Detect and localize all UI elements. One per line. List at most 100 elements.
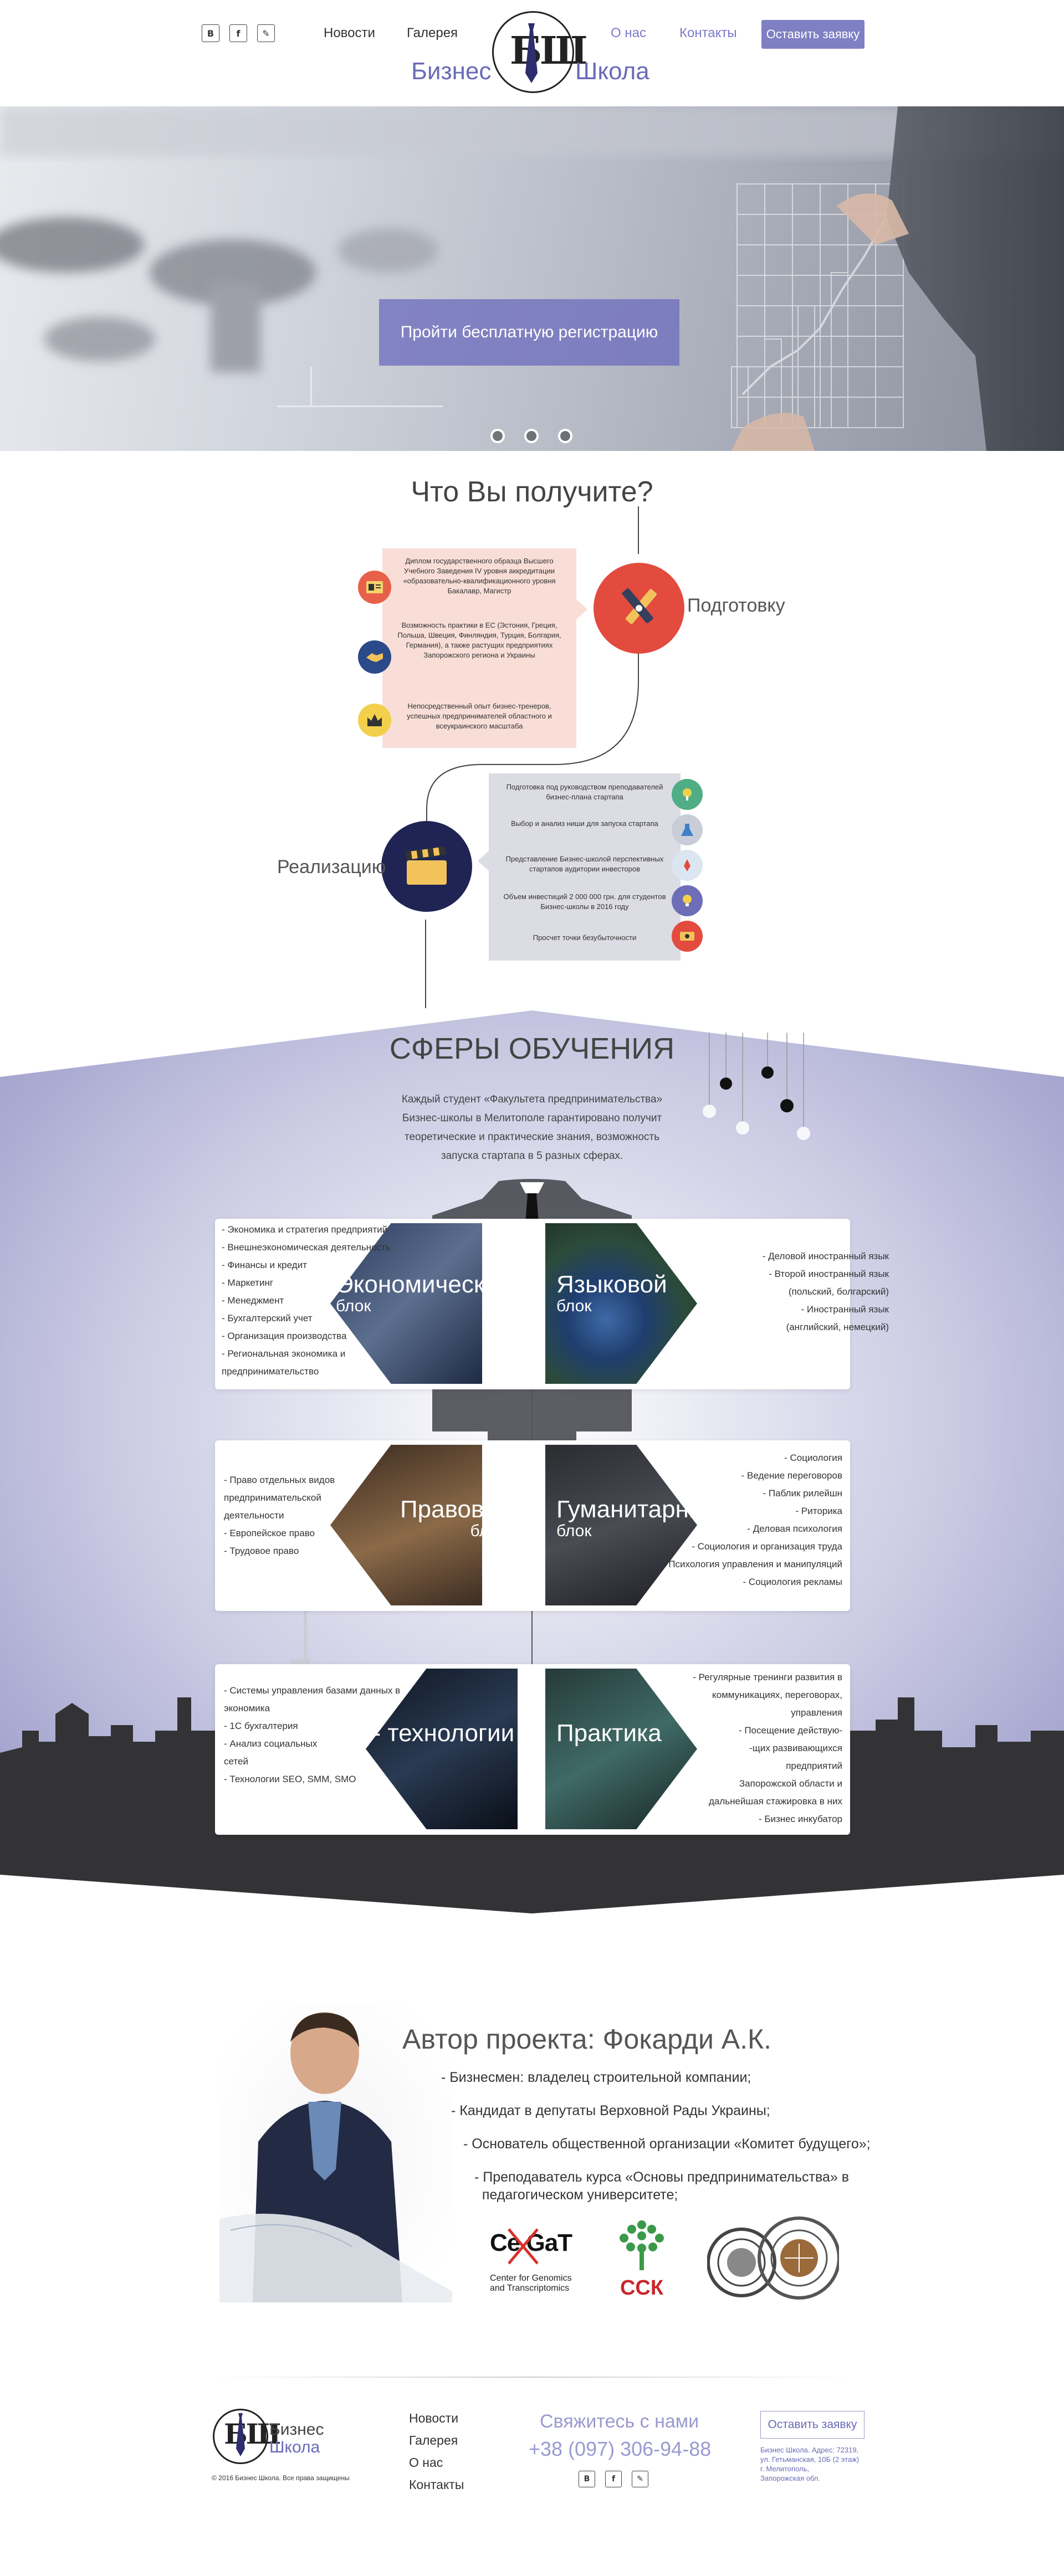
legal-sub-text: блок <box>470 1522 506 1540</box>
language-sub-text: блок <box>556 1297 592 1315</box>
list-item: коммуникациях, переговорах, <box>712 1690 842 1700</box>
author-photo <box>219 2003 452 2302</box>
author-point-2: - Кандидат в депутаты Верховной Рады Укр… <box>451 2103 770 2118</box>
footer-tie-icon <box>236 2413 245 2456</box>
benefits-title: Что Вы получите? <box>411 476 653 508</box>
tie-icon <box>525 23 538 83</box>
footer-pencil-icon[interactable]: ✎ <box>632 2471 648 2487</box>
card-row-economic-language <box>215 1219 850 1389</box>
footer-logo-school: Школа <box>269 2438 320 2456</box>
slider-dot-2[interactable] <box>524 429 539 443</box>
list-item: - Риторика <box>795 1506 843 1516</box>
handshake-icon <box>358 640 391 674</box>
cegat-sub-1: Center for Genomics <box>490 2274 572 2283</box>
card-row-legal-humanitarian <box>215 1440 850 1611</box>
list-item: экономика <box>224 1703 270 1713</box>
list-item: - Ведение переговоров <box>741 1470 842 1481</box>
real-point-3: Представление Бизнес-школой перспективны… <box>505 855 664 873</box>
money-icon <box>672 921 703 952</box>
footer-facebook-icon[interactable]: f <box>605 2471 622 2487</box>
realization-label: Реализацию <box>277 856 386 878</box>
intro-line: запуска стартапа в 5 разных сферах. <box>441 1150 623 1162</box>
nav-contacts[interactable]: Контакты <box>679 25 737 40</box>
footer-divider <box>211 2377 853 2378</box>
list-item: - Социология <box>784 1453 842 1463</box>
bulbs-tree-icon <box>672 779 703 810</box>
list-item: -щих развивающихся <box>749 1743 842 1753</box>
header: В f ✎ Новости Галерея БШ Бизнес Школа О … <box>0 0 1064 106</box>
diploma-icon <box>358 571 391 604</box>
economic-title-text: Экономический <box>336 1271 512 1298</box>
footer-apply-button[interactable]: Оставить заявку <box>760 2411 864 2439</box>
list-item: - Бизнес инкубатор <box>758 1814 842 1824</box>
list-item: предпринимательство <box>222 1366 319 1377</box>
author-point-4: - Преподаватель курса «Основы предприним… <box>474 2169 849 2185</box>
nav-news[interactable]: Новости <box>324 25 375 40</box>
list-item: - Технологии SEO, SMM, SMO <box>224 1774 356 1784</box>
address-line: Запорожская обл. <box>760 2474 821 2482</box>
legal-title-text: Правовой <box>400 1496 511 1523</box>
real-arrow <box>478 850 490 872</box>
list-item: - Бухгалтерский учет <box>222 1313 313 1323</box>
apply-button[interactable]: Оставить заявку <box>761 20 864 49</box>
address-line: г. Мелитополь, <box>760 2465 809 2473</box>
hero-banner: Пройти бесплатную регистрацию <box>0 106 1064 451</box>
contact-phone[interactable]: +38 (097) 306-94-88 <box>529 2438 712 2460</box>
footer-nav-gallery[interactable]: Галерея <box>409 2433 458 2447</box>
real-point-2: Выбор и анализ ниши для запуска стартапа <box>511 819 658 828</box>
vk-icon[interactable]: В <box>202 24 219 42</box>
footer-nav-about[interactable]: О нас <box>409 2455 443 2470</box>
crown-icon <box>358 704 391 737</box>
list-item: (английский, немецкий) <box>786 1322 889 1332</box>
footer-nav-contacts[interactable]: Контакты <box>409 2477 464 2492</box>
tree-icon <box>620 2220 664 2270</box>
list-item: деятельности <box>224 1510 284 1521</box>
address-line: Бизнес Школа. Адрес: 72319, <box>760 2446 859 2454</box>
lightbulb-icon <box>672 885 703 916</box>
slider-dot-3[interactable] <box>558 429 572 443</box>
list-item: сетей <box>224 1756 248 1767</box>
author-title: Автор проекта: Фокарди А.К. <box>402 2024 772 2055</box>
it-list: - Системы управления базами данных в эко… <box>224 1682 400 1788</box>
real-point-4: Объем инвестиций 2 000 000 грн. для студ… <box>503 892 666 911</box>
list-item: - Организация производства <box>222 1331 347 1341</box>
footer-nav-news[interactable]: Новости <box>409 2411 459 2425</box>
card-row-it-practice <box>215 1664 850 1835</box>
footer-vk-icon[interactable]: В <box>579 2471 595 2487</box>
practice-block-title: Практика <box>556 1720 662 1747</box>
ssk-logo: ССК <box>611 2213 673 2301</box>
rocket-icon <box>672 850 703 881</box>
list-item: - Психология управления и манипуляций <box>662 1559 842 1569</box>
pencil-icon[interactable]: ✎ <box>257 24 275 42</box>
list-item: - Трудовое право <box>224 1546 299 1556</box>
economic-list: - Экономика и стратегия предприятий - Вн… <box>222 1221 391 1381</box>
list-item: - Социология и организация труда <box>692 1541 842 1552</box>
nav-about[interactable]: О нас <box>611 25 646 40</box>
nav-gallery[interactable]: Галерея <box>407 25 458 40</box>
list-item: - Второй иностранный язык <box>769 1269 889 1279</box>
education-intro: Каждый студент «Факультета предпринимате… <box>0 1090 1064 1166</box>
cegat-logo-text: Ce GaT <box>490 2229 572 2256</box>
copyright: © 2016 Бизнес Школа. Все права защищены <box>212 2474 350 2482</box>
benefits-connector-lines <box>425 506 639 1008</box>
prep-point-3: Непосредственный опыт бизнес-тренеров, у… <box>407 702 552 730</box>
footer-logo-circle <box>213 2409 268 2464</box>
facebook-icon[interactable]: f <box>229 24 247 42</box>
language-list: - Деловой иностранный язык - Второй инос… <box>700 1248 889 1336</box>
intro-line: теоретические и практические знания, воз… <box>404 1131 660 1143</box>
hero-background-image <box>0 106 1064 451</box>
humanitarian-sub-text: блок <box>556 1522 592 1540</box>
cegat-sub-2: and Transcriptomics <box>490 2283 570 2293</box>
list-item: - Маркетинг <box>222 1277 274 1288</box>
free-registration-button[interactable]: Пройти бесплатную регистрацию <box>379 299 679 366</box>
flask-icon <box>672 814 703 845</box>
slider-dot-1[interactable] <box>490 429 505 443</box>
humanitarian-title-text: Гуманитарный <box>556 1496 720 1523</box>
legal-list: - Право отдельных видов предпринимательс… <box>224 1471 335 1560</box>
footer-logo-letters: БШ <box>224 2418 281 2450</box>
preparation-label: Подготовку <box>687 595 785 616</box>
language-title-text: Языковой <box>556 1271 667 1298</box>
